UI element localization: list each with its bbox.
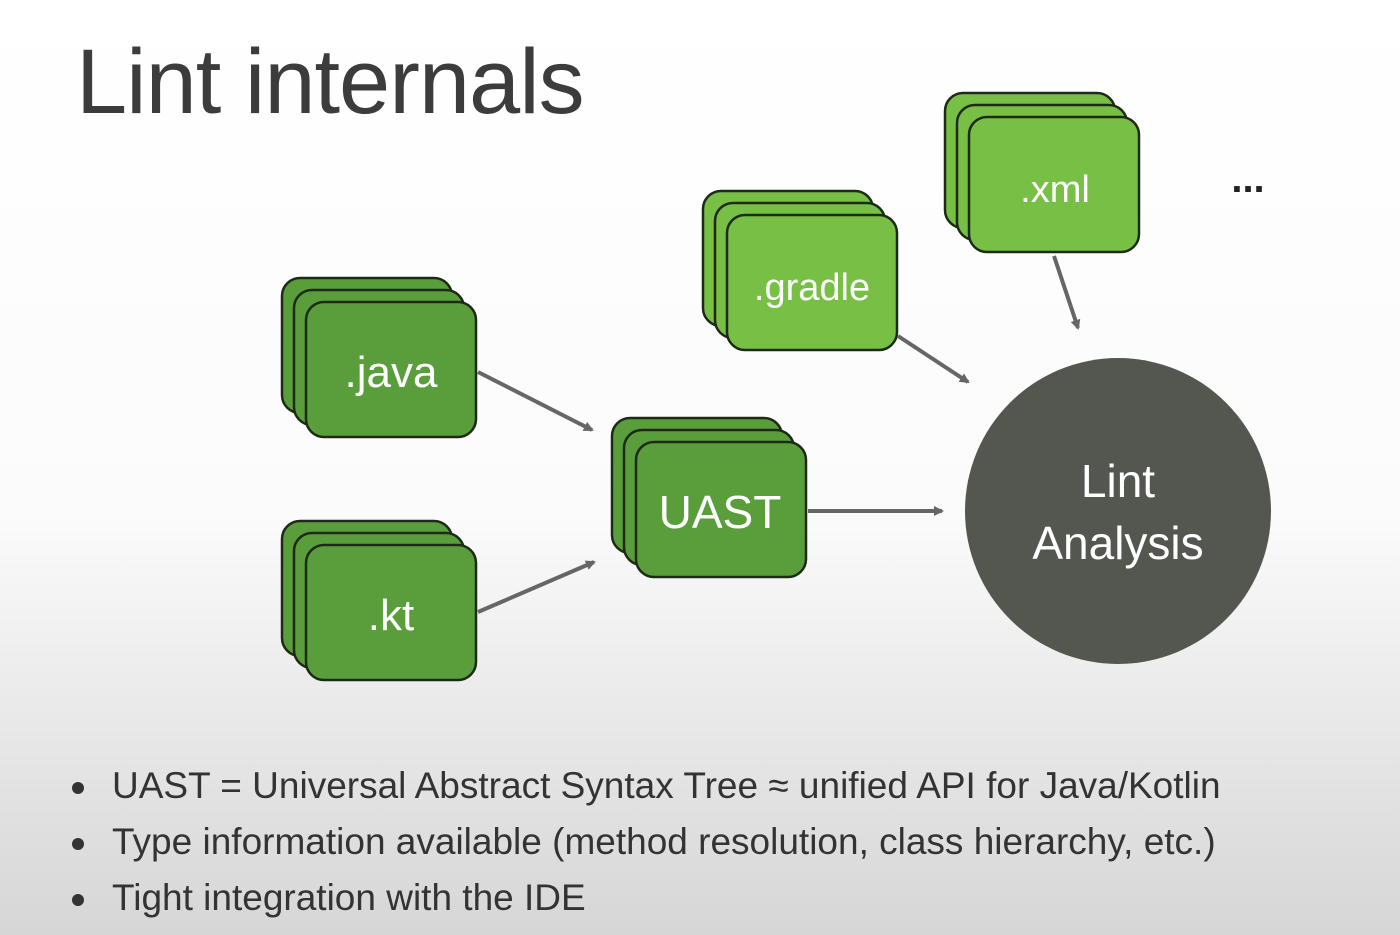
gradle-file-stack: .gradle — [701, 189, 899, 352]
java-file-stack: .java — [280, 276, 478, 439]
bullet-list: UAST = Universal Abstract Syntax Tree ≈ … — [70, 758, 1221, 926]
uast-label: UAST — [659, 486, 782, 538]
lint-analysis-label-line2: Analysis — [1032, 517, 1203, 569]
lint-analysis-node: Lint Analysis — [965, 358, 1271, 664]
arrow-java-to-uast — [477, 370, 594, 432]
kt-label: .kt — [368, 591, 414, 640]
lint-analysis-label-line1: Lint — [1081, 455, 1155, 507]
uast-stack: UAST — [610, 416, 808, 579]
gradle-label: .gradle — [754, 267, 870, 309]
arrow-kt-to-uast — [477, 560, 596, 614]
xml-label: .xml — [1020, 169, 1090, 211]
arrow-gradle-to-analysis — [896, 334, 970, 384]
xml-file-stack: .xml — [943, 91, 1141, 254]
java-label: .java — [345, 348, 438, 397]
arrow-xml-to-analysis — [1052, 255, 1081, 330]
more-ellipsis: ... — [1231, 157, 1264, 201]
kt-file-stack: .kt — [280, 519, 478, 682]
slide-title: Lint internals — [76, 31, 585, 133]
bullet-item: UAST = Universal Abstract Syntax Tree ≈ … — [70, 758, 1221, 814]
bullet-item: Tight integration with the IDE — [70, 870, 1221, 926]
bullet-item: Type information available (method resol… — [70, 814, 1221, 870]
